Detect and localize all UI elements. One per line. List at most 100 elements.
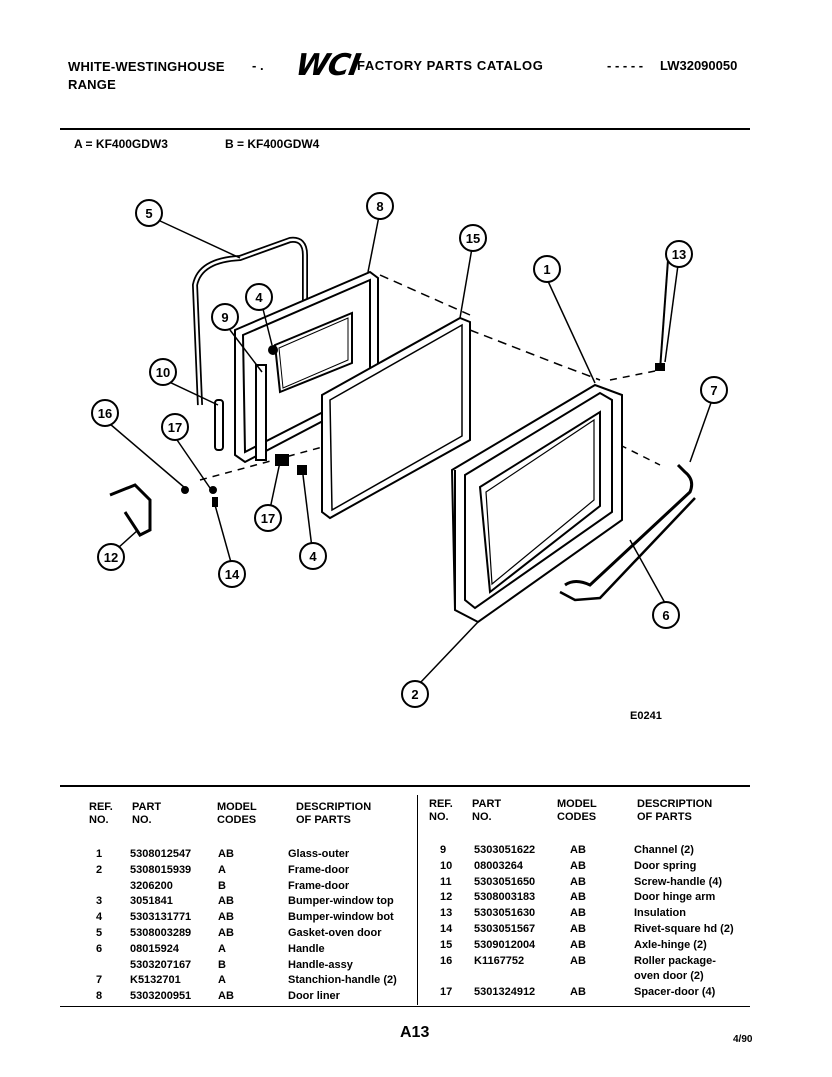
cell-part — [474, 969, 570, 985]
cell-desc: Door hinge arm — [634, 891, 716, 904]
cell-part: 08003264 — [474, 859, 523, 872]
cell-desc: Stanchion-handle (2) — [288, 974, 397, 987]
cell-ref: 17 — [440, 986, 453, 999]
cell-desc: Rivet-square hd (2) — [634, 922, 734, 935]
cell-desc: Glass-outer — [288, 848, 350, 860]
header-rule — [60, 128, 750, 130]
callout-9: 9 — [221, 310, 228, 325]
model-b: B = KF400GDW4 — [225, 137, 320, 151]
cell-ref: 9 — [440, 844, 447, 856]
page-number: A13 — [400, 1024, 430, 1041]
table-top-rule — [60, 785, 750, 787]
cell-desc: Frame-door — [288, 863, 350, 876]
cell-desc: Axle-hinge (2) — [634, 938, 707, 951]
cell-model: AB — [218, 848, 234, 860]
cell-ref: 7 — [96, 974, 103, 987]
print-date: 4/90 — [733, 1034, 753, 1045]
callout-7: 7 — [710, 383, 717, 398]
callout-11: 13 — [672, 247, 686, 262]
cell-desc: Roller package- — [634, 954, 716, 967]
callout-10: 10 — [156, 365, 170, 380]
cell-model — [570, 969, 634, 985]
handle-shape — [564, 463, 694, 587]
cell-part: 5303131771 — [130, 911, 192, 924]
cell-desc: Spacer-door (4) — [634, 986, 716, 999]
cell-desc: Insulation — [634, 907, 686, 920]
exploded-door-diagram: 5 8 15 1 13 7 6 2 9 4 10 16 17 14 17 4 1… — [91, 192, 728, 708]
cell-model: AB — [570, 875, 586, 888]
callout-4-bottom: 4 — [309, 549, 317, 564]
cell-part: K1167752 — [474, 954, 525, 967]
callout-17: 17 — [261, 511, 275, 526]
cell-desc: Gasket-oven door — [288, 926, 382, 939]
cell-part: 5308012547 — [130, 848, 192, 860]
table-row: oven door (2) — [440, 969, 764, 985]
brand-line-1: WHITE-WESTINGHOUSE — [68, 59, 225, 74]
cell-part: 08015924 — [130, 942, 179, 955]
cell-ref: 15 — [440, 938, 453, 951]
callout-4-top: 4 — [255, 290, 263, 305]
cell-model: AB — [570, 859, 586, 872]
cell-desc: Bumper-window bot — [288, 911, 394, 924]
callout-2: 2 — [411, 687, 418, 702]
cell-desc: Screw-handle (4) — [634, 875, 723, 888]
cell-model: AB — [218, 926, 234, 939]
cell-model: AB — [570, 844, 586, 856]
cell-desc: Bumper-window top — [288, 895, 394, 908]
cell-ref: 3 — [96, 895, 103, 908]
cell-part: 5303200951 — [130, 990, 192, 1003]
brand-title: WHITE-WESTINGHOUSE RANGE — [68, 58, 225, 94]
wci-logo: WCI — [292, 48, 363, 83]
callout-12: 12 — [104, 550, 118, 565]
cell-model: AB — [570, 954, 586, 967]
cell-model: AB — [570, 907, 586, 920]
callout-5: 5 — [145, 206, 152, 221]
cell-ref — [440, 969, 474, 985]
doc-number: LW32090050 — [660, 58, 738, 73]
cell-desc: Door spring — [634, 859, 697, 872]
left-header-ref: REF.NO. — [89, 801, 113, 826]
cell-model: B — [218, 879, 226, 892]
cell-model: B — [218, 958, 226, 971]
header-dots-left: - . — [252, 58, 264, 73]
table-bottom-rule — [60, 1006, 750, 1007]
cell-part: 5303207167 — [130, 958, 192, 971]
cell-ref: 11 — [440, 875, 452, 888]
cell-desc: Door liner — [288, 990, 340, 1003]
cell-part: 5303051622 — [474, 844, 536, 856]
cell-part: 5308003289 — [130, 926, 192, 939]
table-row: 11 5303051650 AB Screw-handle (4) — [440, 875, 764, 891]
outer-frame-shape — [450, 383, 623, 624]
cell-ref — [96, 958, 130, 974]
cell-part: 5303051630 — [474, 907, 536, 920]
cell-ref: 12 — [440, 891, 453, 904]
cell-model: A — [218, 974, 226, 987]
cell-model: AB — [570, 938, 586, 951]
callout-6: 6 — [662, 608, 669, 623]
cell-part: 5303051650 — [474, 875, 536, 888]
callout-8: 8 — [376, 199, 383, 214]
